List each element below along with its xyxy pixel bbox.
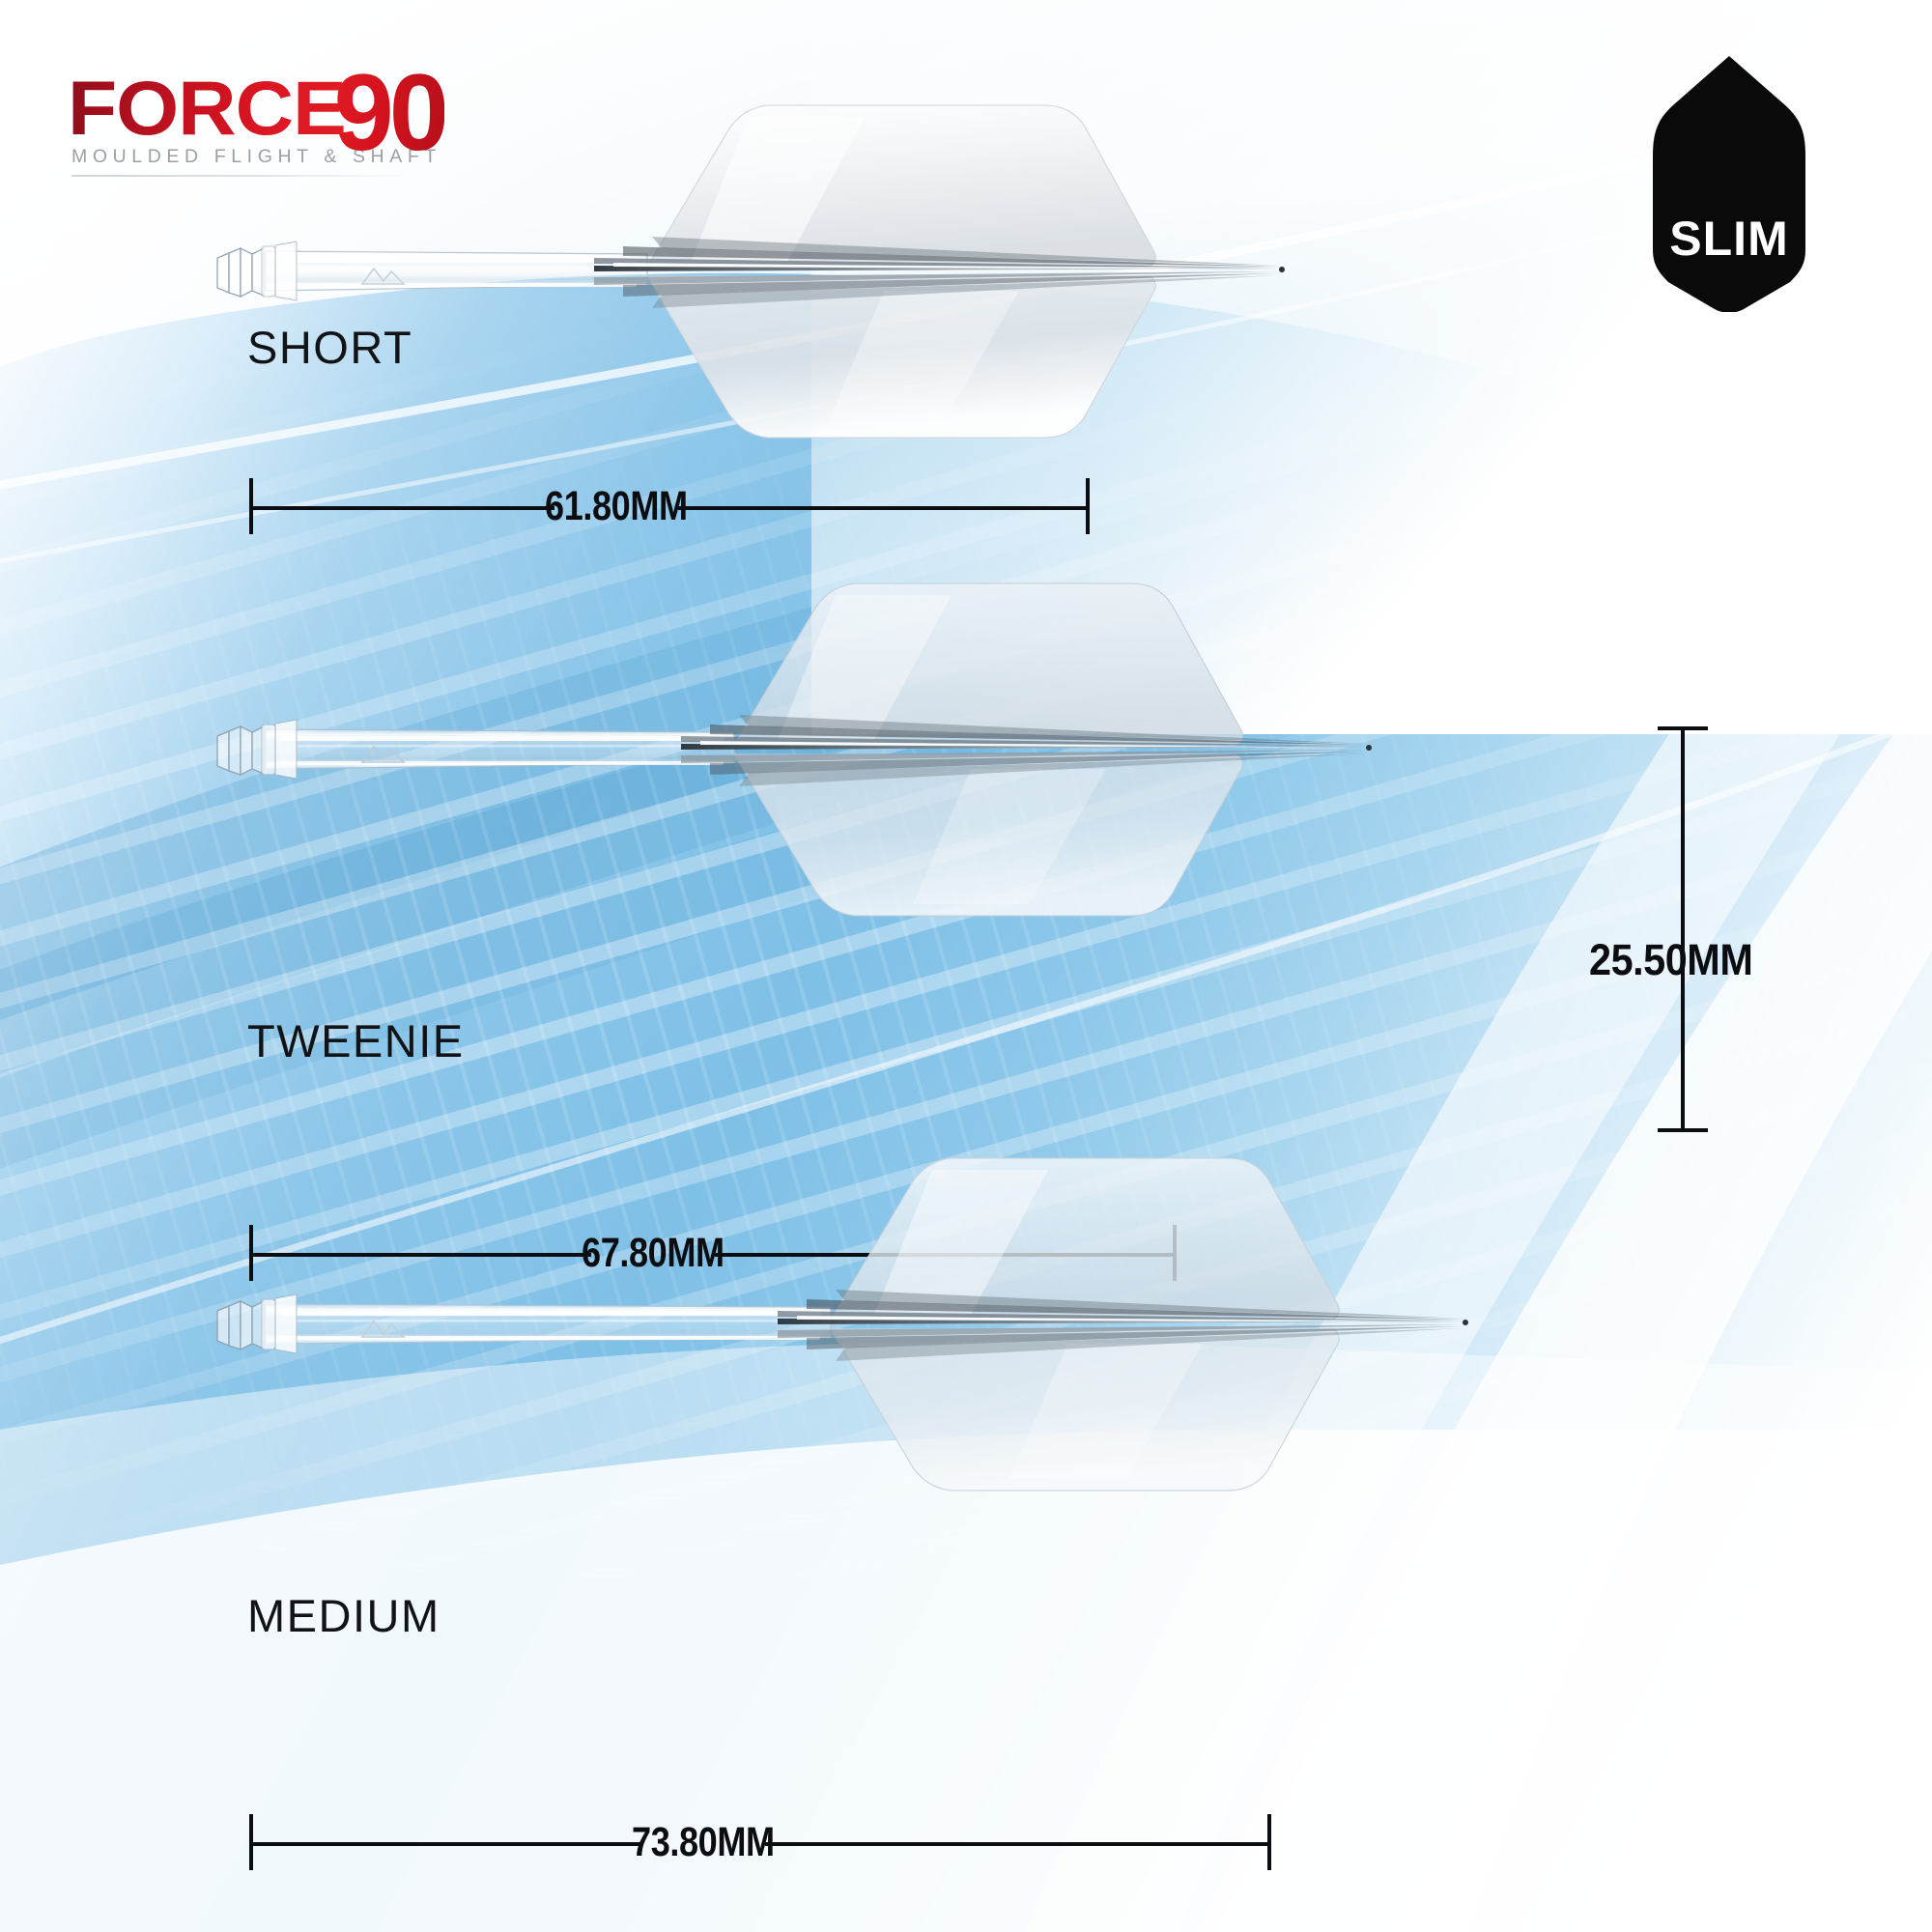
product-size-label-medium: MEDIUM bbox=[247, 1590, 440, 1641]
brand-tagline: MOULDED FLIGHT & SHAFT bbox=[71, 146, 441, 167]
dart-assembly-medium bbox=[208, 1145, 1579, 1512]
product-size-label-tweenie: TWEENIE bbox=[247, 1015, 465, 1066]
brand-name-primary: FORCE bbox=[68, 65, 347, 151]
dimension-rule-segment bbox=[249, 506, 555, 510]
dart-flight-slim-icon bbox=[1653, 56, 1805, 312]
dimension-cap-bottom bbox=[1658, 1128, 1708, 1132]
dimension-value-short: 61.80MM bbox=[545, 483, 688, 529]
dimension-rule-vertical bbox=[1681, 726, 1685, 1132]
dart-assembly-short bbox=[208, 92, 1396, 459]
dimension-length-short: 61.80MM bbox=[249, 478, 1090, 536]
dimension-value-medium: 73.80MM bbox=[632, 1819, 775, 1865]
brand-logo-underline bbox=[71, 175, 412, 177]
dart-assembly-tweenie bbox=[208, 570, 1483, 937]
brand-logo-wordmark: FORCE 90 bbox=[68, 43, 522, 167]
dimension-flight-height bbox=[1654, 726, 1712, 1132]
product-size-label-short: SHORT bbox=[247, 322, 413, 373]
dimension-value-tweenie: 67.80MM bbox=[582, 1230, 724, 1276]
flight-shape-label: SLIM bbox=[1669, 212, 1789, 266]
dimension-rule-segment bbox=[249, 1842, 642, 1846]
brand-name-number: 90 bbox=[333, 52, 450, 173]
dimension-value-flight-height: 25.50MM bbox=[1589, 935, 1753, 984]
dimension-rule-segment bbox=[677, 506, 1090, 510]
brand-logo: FORCE 90 MOULDED FLIGHT & SHAFT bbox=[68, 43, 522, 177]
flight-shape-badge: SLIM bbox=[1639, 56, 1819, 312]
dimension-length-medium: 73.80MM bbox=[249, 1814, 1271, 1872]
dimension-rule-segment bbox=[764, 1842, 1271, 1846]
dimension-rule-segment bbox=[249, 1253, 592, 1257]
